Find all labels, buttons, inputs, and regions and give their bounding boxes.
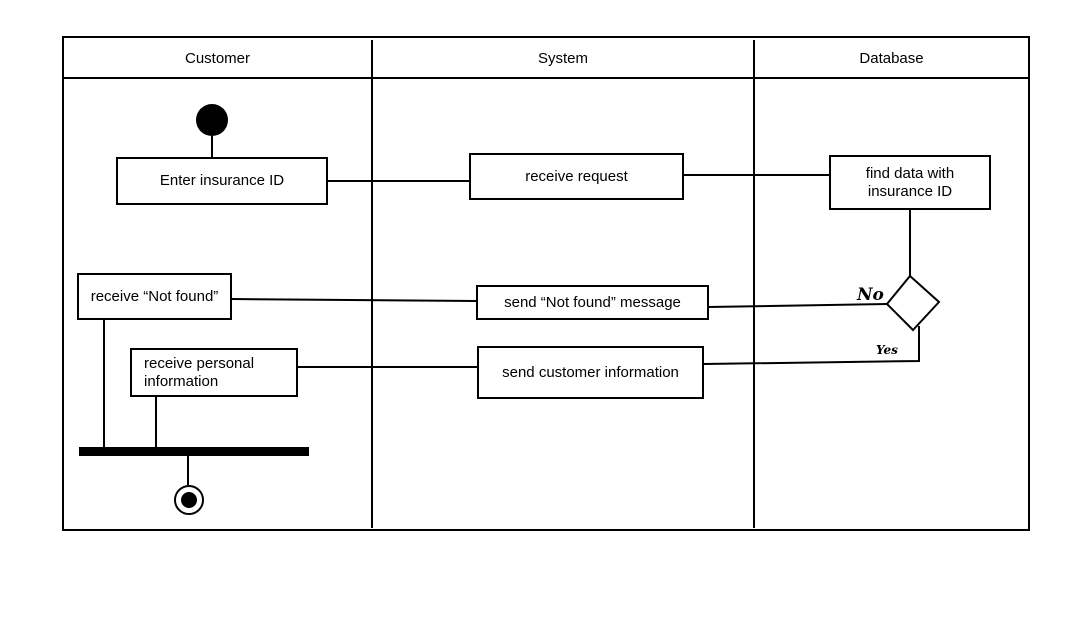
- decision-node: [885, 274, 941, 332]
- action-receive-personal-info: receive personal information: [130, 348, 298, 397]
- action-label: Enter insurance ID: [159, 172, 285, 189]
- final-node-dot: [181, 492, 197, 508]
- guard-yes: Yes: [876, 343, 898, 357]
- action-find-data: find data with insurance ID: [829, 155, 991, 210]
- action-receive-request: receive request: [469, 153, 684, 200]
- action-enter-insurance-id: Enter insurance ID: [116, 157, 328, 205]
- join-bar: [79, 447, 309, 456]
- flow-no-branch: [707, 303, 888, 308]
- action-label: send customer information: [502, 363, 679, 381]
- flow-yes-branch: [703, 326, 920, 365]
- flow-send-not-found-to-receive: [230, 298, 477, 302]
- action-label: receive personal information: [144, 354, 255, 390]
- lane-header-database: Database: [859, 49, 924, 67]
- action-label: receive “Not found”: [90, 287, 219, 305]
- action-label: send “Not found” message: [504, 293, 681, 311]
- lane-header-system: System: [537, 49, 588, 67]
- action-label: find data with insurance ID: [865, 164, 955, 200]
- action-receive-not-found: receive “Not found”: [77, 273, 232, 320]
- action-send-not-found: send “Not found” message: [476, 285, 709, 320]
- initial-node: [196, 104, 228, 136]
- guard-no: No: [857, 285, 884, 305]
- diagram-frame: [62, 36, 1030, 531]
- action-send-customer-info: send customer information: [477, 346, 704, 399]
- action-label: receive request: [525, 167, 628, 185]
- lane-header-customer: Customer: [184, 49, 251, 67]
